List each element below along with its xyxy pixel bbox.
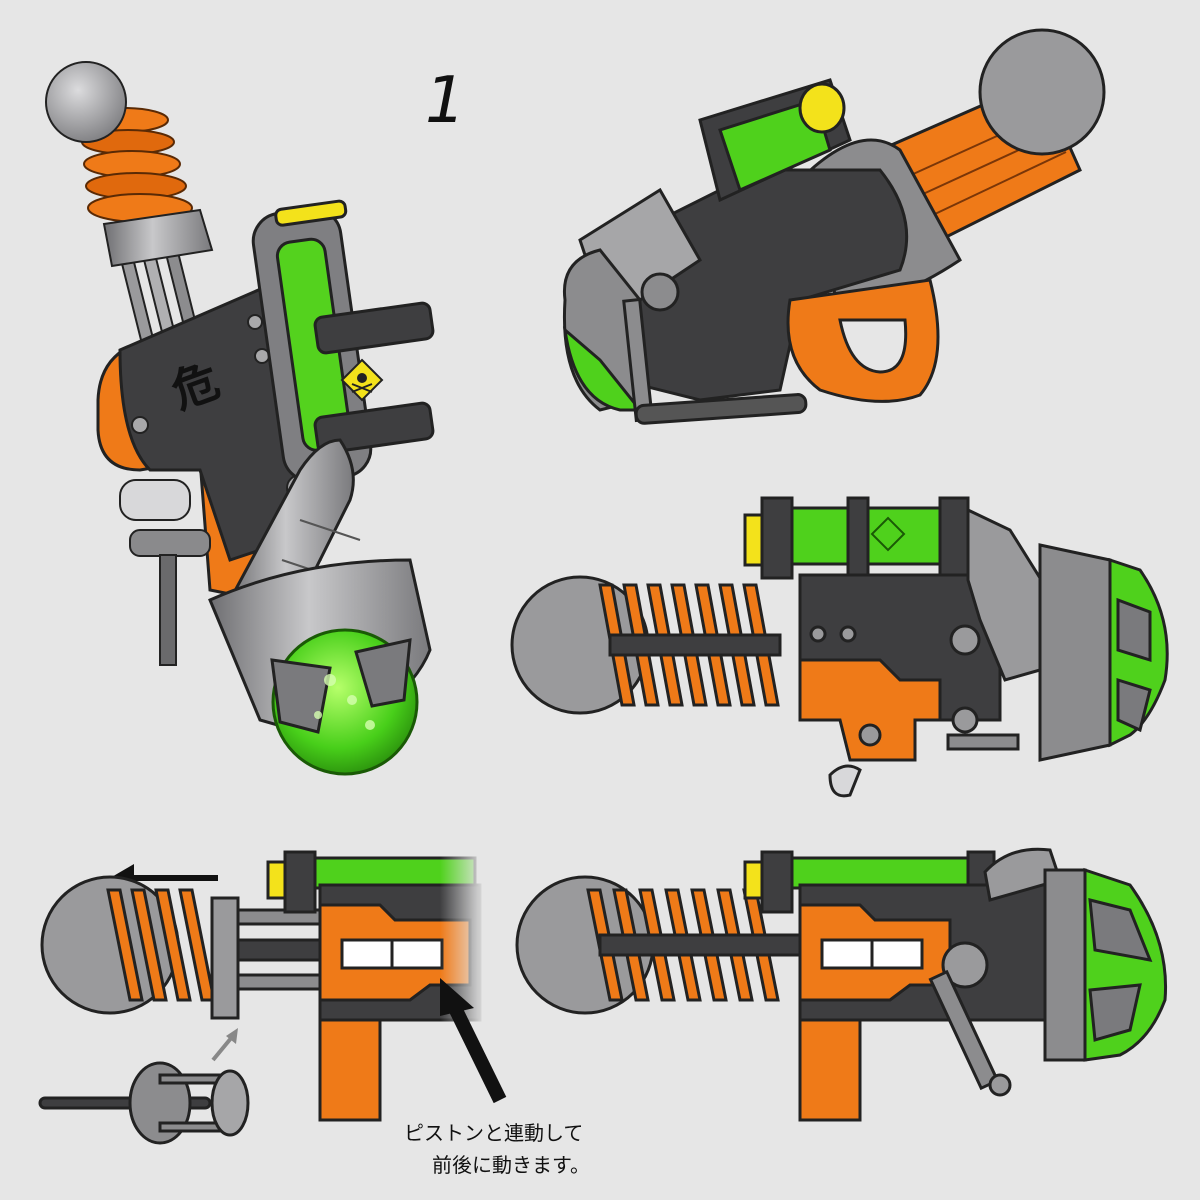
weapon-side-view <box>510 496 1169 798</box>
annotation-line-2: 前後に動きます。 <box>432 1153 590 1177</box>
spring-3q <box>79 107 193 223</box>
muzzle-3q <box>208 558 432 776</box>
crank-perspective <box>622 272 808 425</box>
ink-tank-3q <box>251 199 435 483</box>
annotation-line-1: ピストンと連動して <box>404 1121 583 1145</box>
hazard-label-side <box>870 516 906 552</box>
orange-body-side <box>798 658 942 762</box>
weapon-perspective <box>562 28 1106 425</box>
weapon-cutaway-view: ピストンと連動して 前後に動きます。 <box>38 850 590 1177</box>
arrow-up-right-icon <box>211 1028 238 1062</box>
spring-cutaway <box>106 888 216 1002</box>
weapon-assembled-view <box>515 847 1168 1122</box>
plunger-ball-3q <box>45 61 127 143</box>
trigger-guard-perspective <box>786 278 940 403</box>
sheet-number: 1 <box>425 64 466 138</box>
plunger-ball-perspective <box>978 28 1106 156</box>
hazard-label-3q <box>340 358 384 402</box>
weapon-render-3q: 危 <box>45 61 435 776</box>
piston-cage-part <box>38 1061 250 1145</box>
pointer-arrow <box>440 978 507 1104</box>
crank-3q <box>119 479 211 666</box>
